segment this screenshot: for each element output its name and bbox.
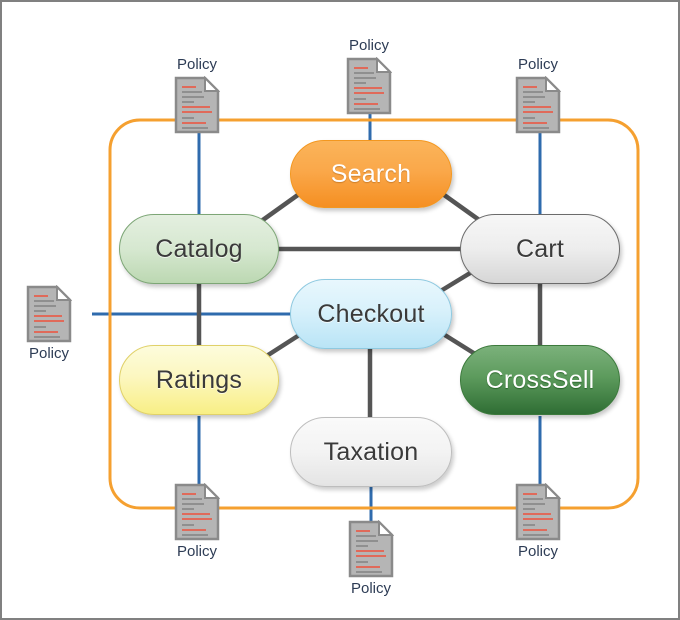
service-node-label: CrossSell [485, 365, 595, 394]
policy-document-icon [346, 57, 392, 115]
service-link-group [196, 190, 543, 420]
service-container-border [108, 118, 640, 510]
policy-document-icon [26, 285, 72, 343]
policy-document-icon [348, 520, 394, 578]
service-node-checkout[interactable]: Checkout [290, 279, 452, 349]
service-link-catalog-search [258, 190, 304, 224]
service-node-search[interactable]: Search [290, 140, 452, 208]
service-node-label: Ratings [155, 365, 243, 394]
service-node-cart[interactable]: Cart [460, 214, 620, 284]
policy-label: Policy [176, 543, 217, 560]
policy-label: Policy [517, 56, 558, 73]
service-link-search-cart [438, 190, 484, 224]
policy-document-icon [515, 483, 561, 541]
policy-label: Policy [176, 56, 217, 73]
policy-checkout-left[interactable]: Policy [26, 285, 72, 365]
policy-label: Policy [348, 37, 389, 54]
service-node-label: Catalog [155, 234, 243, 263]
policy-search-top[interactable]: Policy [346, 35, 392, 115]
service-node-label: Checkout [317, 299, 425, 328]
service-node-crosssell[interactable]: CrossSell [460, 345, 620, 415]
policy-cart-top[interactable]: Policy [515, 54, 561, 134]
policy-document-icon [174, 76, 220, 134]
policy-label: Policy [28, 345, 69, 362]
service-container-shape [108, 118, 640, 510]
service-node-ratings[interactable]: Ratings [119, 345, 279, 415]
policy-document-icon [174, 483, 220, 541]
policy-catalog-top[interactable]: Policy [174, 54, 220, 134]
policy-label: Policy [350, 580, 391, 597]
policy-document-icon [515, 76, 561, 134]
policy-taxation-bottom[interactable]: Policy [348, 520, 394, 600]
service-node-catalog[interactable]: Catalog [119, 214, 279, 284]
policy-ratings-bottom[interactable]: Policy [174, 483, 220, 563]
service-node-label: Cart [515, 234, 565, 263]
policy-label: Policy [517, 543, 558, 560]
policy-crosssell-bottom[interactable]: Policy [515, 483, 561, 563]
service-node-taxation[interactable]: Taxation [290, 417, 452, 487]
service-node-label: Taxation [323, 437, 419, 466]
service-node-label: Search [330, 159, 412, 188]
